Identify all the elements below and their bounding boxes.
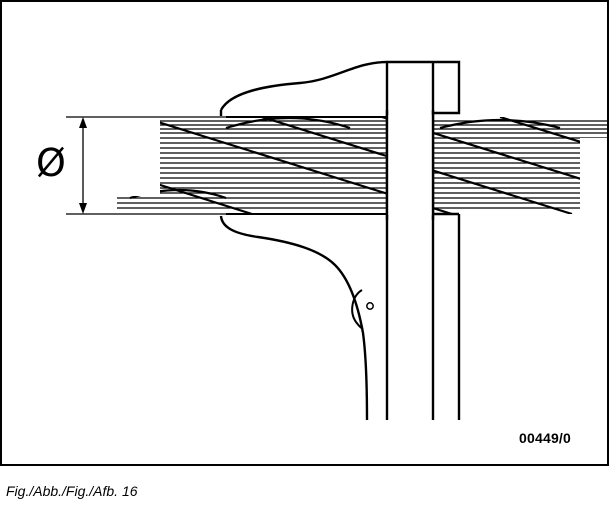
caliper-lower-jaw	[219, 215, 369, 421]
caliper-beam-fill	[388, 115, 432, 215]
diameter-symbol: Ø	[36, 141, 66, 185]
rope-strand-lines	[117, 117, 609, 214]
wire-rope	[117, 117, 609, 214]
caliper-pivot	[366, 302, 374, 310]
figure-frame	[0, 0, 609, 466]
caliper-upper-jaw	[219, 60, 461, 115]
figure-caption: Fig./Abb./Fig./Afb. 16	[6, 483, 138, 499]
drawing-reference-code: 00449/0	[519, 430, 572, 446]
diameter-dimension	[66, 116, 226, 215]
rope-hatching	[117, 120, 609, 209]
caliper-thumb-grip	[351, 289, 364, 330]
